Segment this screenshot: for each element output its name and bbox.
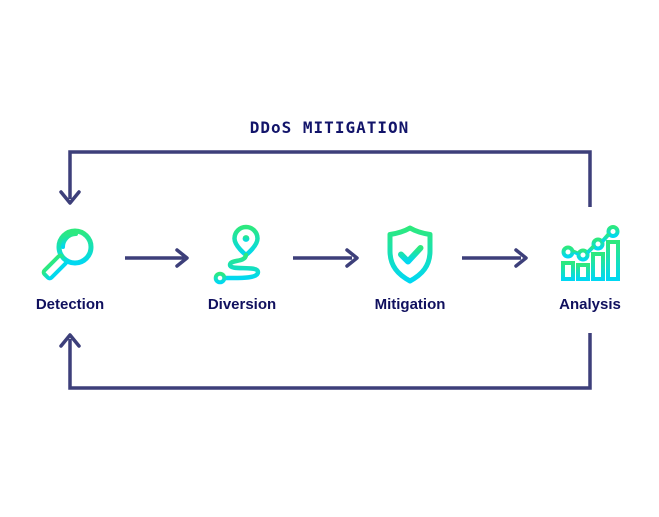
shield-check-icon [387,225,433,284]
diagram-title: DDoS MITIGATION [249,118,410,137]
feedback-loop-top-line [68,150,592,207]
arrow-right-icon [345,248,359,268]
stage-mitigation: Mitigation [345,223,475,313]
arrow-right-icon [175,248,189,268]
arrow-detection-to-diversion [125,248,189,268]
stage-detection: Detection [5,223,135,313]
arrow-mitigation-to-analysis [462,248,528,268]
arrow-diversion-to-mitigation [293,248,359,268]
stage-label-mitigation: Mitigation [374,296,446,313]
stage-label-detection: Detection [35,296,105,313]
feedback-loop-bottom-line [68,333,592,390]
stage-analysis: Analysis [525,223,655,313]
feedback-loop-bottom-arrowhead-icon [59,333,81,348]
bar-chart-trend-icon [561,225,620,281]
stage-diversion: Diversion [177,223,307,313]
magnifier-icon [41,228,94,281]
stage-label-diversion: Diversion [207,296,277,313]
route-pin-icon [213,224,261,285]
arrow-right-icon [514,248,528,268]
feedback-loop-top-arrowhead-icon [59,190,81,205]
stage-label-analysis: Analysis [559,296,621,313]
